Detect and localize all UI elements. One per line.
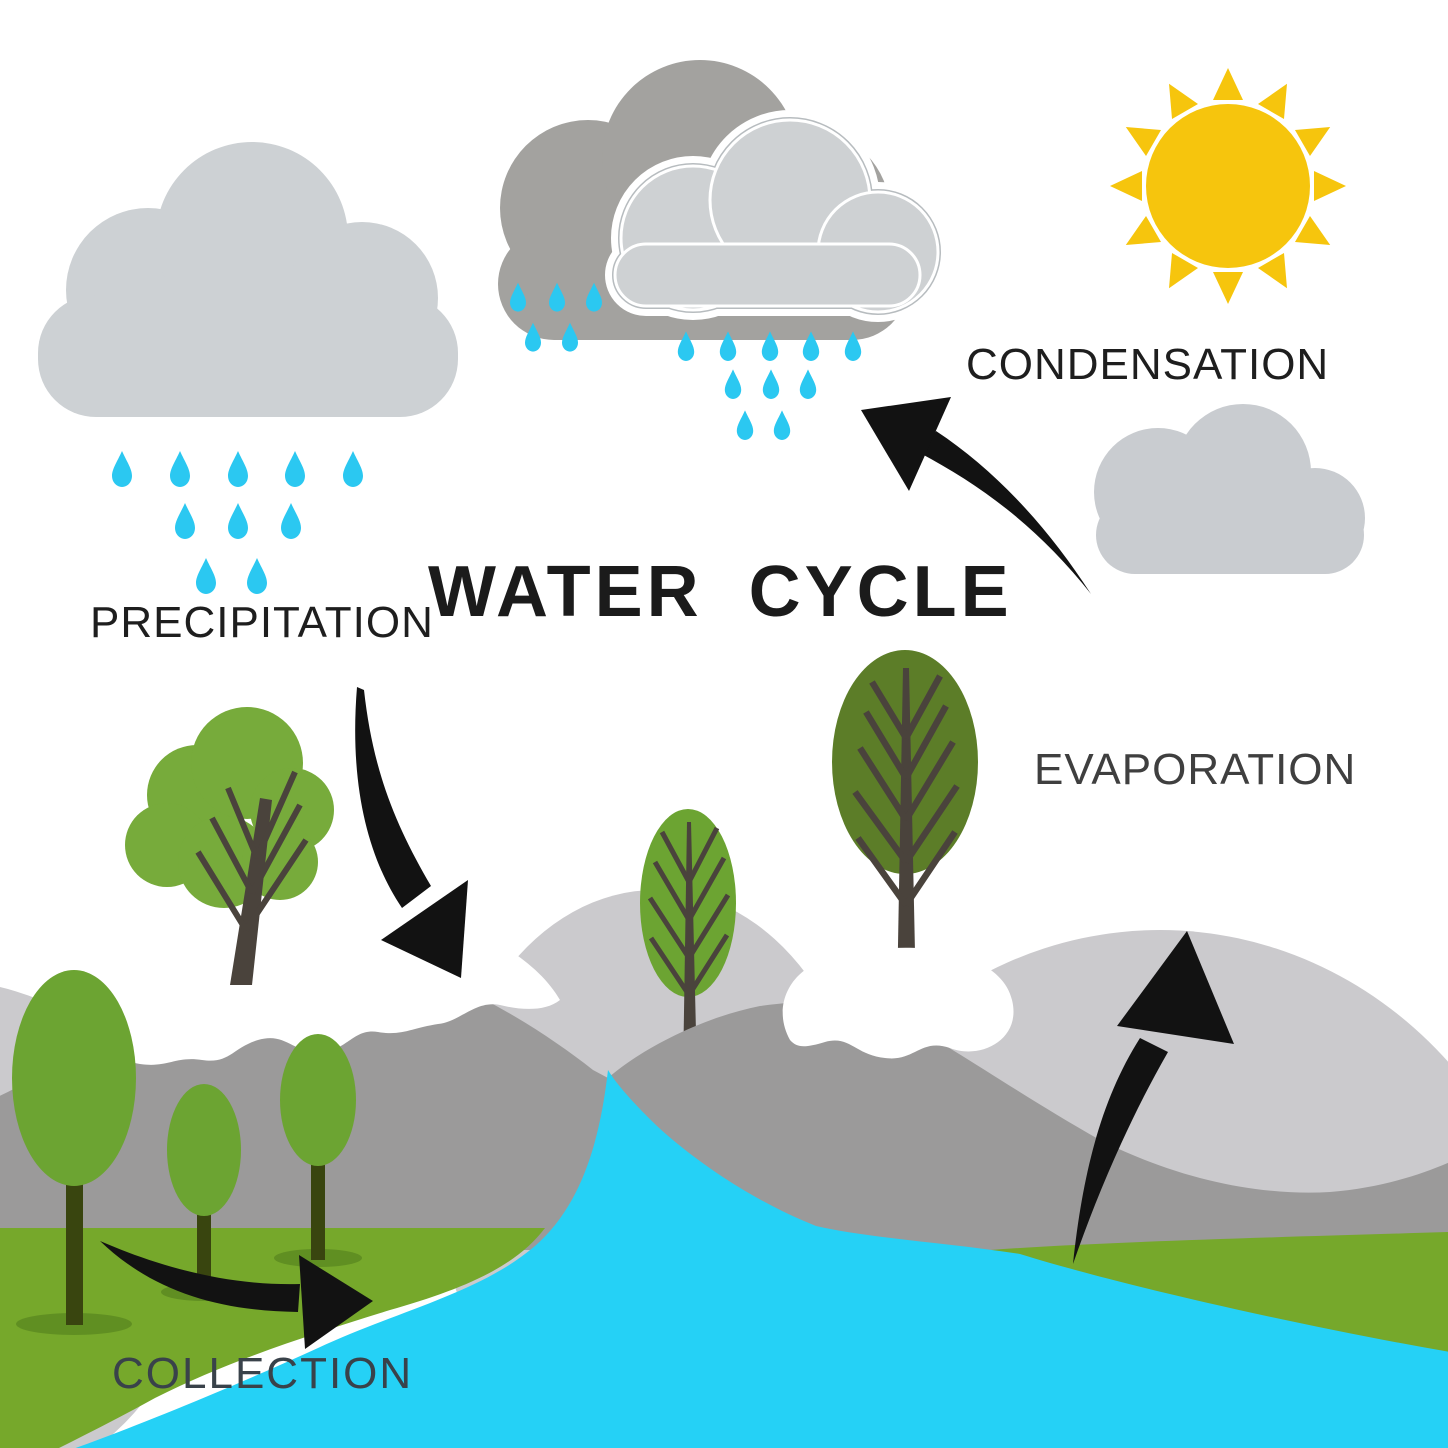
snow-patch-right <box>782 947 1014 1059</box>
label-condensation: CONDENSATION <box>966 340 1330 389</box>
label-precipitation: PRECIPITATION <box>90 598 434 647</box>
small-cloud-icon <box>1094 404 1365 574</box>
label-collection: COLLECTION <box>112 1349 414 1398</box>
river-icon <box>75 1070 1448 1448</box>
raindrops-middle <box>677 331 862 440</box>
tree-icon-right <box>832 650 978 1000</box>
collection-arrow-icon <box>100 1241 373 1349</box>
tree-icon-left-blob <box>125 707 334 985</box>
condensation-arrow-icon <box>861 397 1091 594</box>
evaporation-arrow-icon <box>1073 931 1234 1264</box>
tree-icon-middle <box>640 809 736 1075</box>
tree-icon-egg-1 <box>12 970 136 1325</box>
grass-right <box>990 1232 1448 1356</box>
light-rain-cloud-icon <box>38 142 458 417</box>
precipitation-arrow-icon <box>355 687 468 978</box>
diagram-title: WATER CYCLE <box>428 552 1013 632</box>
front-rain-cloud-icon <box>613 118 940 314</box>
raindrops-left <box>112 451 363 594</box>
grass-left <box>0 1228 545 1448</box>
tree-icon-egg-3 <box>280 1034 356 1260</box>
tree-icon-egg-2 <box>167 1084 241 1295</box>
label-evaporation: EVAPORATION <box>1034 745 1357 794</box>
sun-icon <box>1110 68 1346 304</box>
